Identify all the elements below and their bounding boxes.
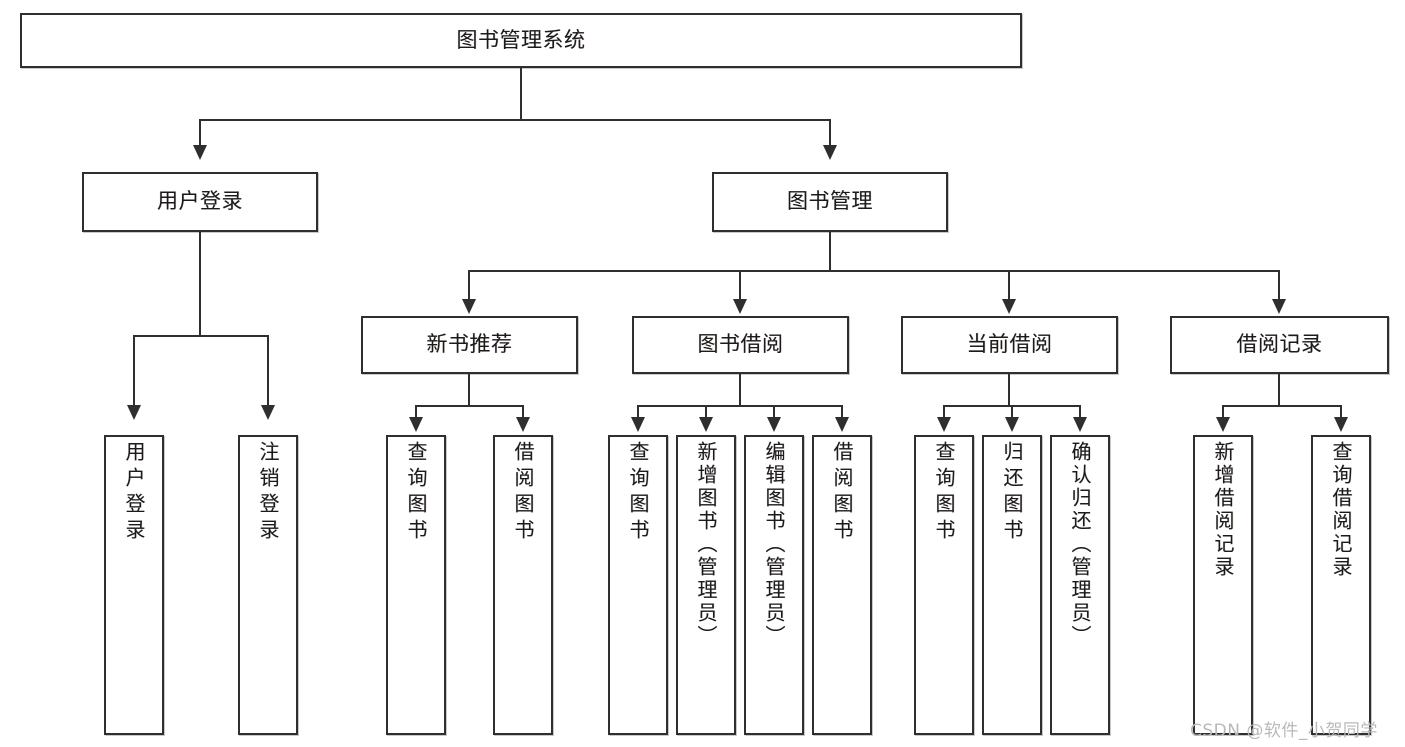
leaf-current-borrow-confirm-return-admin[interactable]: 确认归还（管理员）: [1050, 435, 1110, 735]
node-label: 注销登录: [256, 441, 280, 545]
node-label: 归还图书: [1000, 441, 1024, 545]
connector-to-current-borrow: [1008, 270, 1010, 301]
connector-bb-leaf-1: [637, 405, 639, 419]
connector-bb-leaf-3: [773, 405, 775, 419]
leaf-book-borrow-borrow-book[interactable]: 借阅图书: [812, 435, 872, 735]
connector-nbr-leaf-2: [522, 405, 524, 419]
node-label: 查询图书: [932, 441, 956, 545]
connector-book-borrow-stem: [739, 374, 741, 406]
node-label: 图书管理: [787, 189, 873, 214]
leaf-book-borrow-query-book[interactable]: 查询图书: [608, 435, 668, 735]
leaf-book-borrow-add-book-admin[interactable]: 新增图书（管理员）: [676, 435, 736, 735]
leaf-user-login-login[interactable]: 用户登录: [104, 435, 164, 735]
arrow-br-leaf-1: [1216, 417, 1230, 432]
node-label: 新增借阅记录: [1211, 441, 1235, 579]
leaf-borrow-record-query-record[interactable]: 查询借阅记录: [1311, 435, 1371, 735]
arrow-cb-leaf-2: [1005, 417, 1019, 432]
node-label: 查询图书: [626, 441, 650, 545]
connector-to-new-book-recommend: [468, 270, 470, 301]
arrow-user-login-leaf-1: [127, 405, 141, 420]
node-root-book-management-system[interactable]: 图书管理系统: [20, 13, 1022, 68]
csdn-watermark: CSDN @软件_小贺同学: [1190, 721, 1378, 741]
node-label: 图书管理系统: [456, 27, 586, 52]
node-label: 图书借阅: [697, 332, 784, 357]
node-borrow-record[interactable]: 借阅记录: [1170, 316, 1389, 374]
connector-cb-leaf-1: [943, 405, 945, 419]
connector-root-bar: [199, 119, 831, 121]
node-label: 查询图书: [404, 441, 428, 545]
connector-cb-leaf-2: [1011, 405, 1013, 419]
node-label: 确认归还（管理员）: [1068, 441, 1092, 648]
arrow-nbr-leaf-2: [516, 417, 530, 432]
leaf-new-book-recommend-borrow-book[interactable]: 借阅图书: [493, 435, 553, 735]
connector-borrow-record-bar: [1222, 405, 1342, 407]
arrow-to-current-borrow: [1002, 299, 1016, 314]
leaf-new-book-recommend-query-book[interactable]: 查询图书: [386, 435, 446, 735]
arrow-nbr-leaf-1: [409, 417, 423, 432]
connector-user-login-bar: [133, 335, 269, 337]
node-label: 用户登录: [157, 189, 243, 214]
connector-to-book-borrow: [739, 270, 741, 301]
connector-nbr-leaf-1: [415, 405, 417, 419]
connector-new-book-recommend-stem: [468, 374, 470, 406]
node-book-borrow[interactable]: 图书借阅: [632, 316, 849, 374]
arrow-br-leaf-2: [1334, 417, 1348, 432]
arrow-to-borrow-record: [1272, 299, 1286, 314]
arrow-bb-leaf-1: [631, 417, 645, 432]
node-label: 借阅图书: [511, 441, 535, 545]
connector-root-to-book-management: [829, 119, 831, 147]
leaf-user-login-logout[interactable]: 注销登录: [238, 435, 298, 735]
leaf-book-borrow-edit-book-admin[interactable]: 编辑图书（管理员）: [744, 435, 804, 735]
arrow-user-login-leaf-2: [261, 405, 275, 420]
connector-level2-bar: [468, 270, 1280, 272]
connector-book-management-stem: [829, 232, 831, 272]
connector-root-to-user-login: [199, 119, 201, 147]
connector-user-login-leaf-2: [267, 335, 269, 407]
node-label: 当前借阅: [966, 332, 1053, 357]
arrow-to-new-book-recommend: [462, 299, 476, 314]
node-label: 新书推荐: [426, 332, 513, 357]
connector-br-leaf-1: [1222, 405, 1224, 419]
connector-bb-leaf-2: [705, 405, 707, 419]
arrow-root-to-user-login: [193, 145, 207, 160]
arrow-to-book-borrow: [733, 299, 747, 314]
arrow-root-to-book-management: [823, 145, 837, 160]
arrow-cb-leaf-1: [937, 417, 951, 432]
node-book-management[interactable]: 图书管理: [712, 172, 948, 232]
leaf-current-borrow-return-book[interactable]: 归还图书: [982, 435, 1042, 735]
node-new-book-recommend[interactable]: 新书推荐: [361, 316, 578, 374]
connector-user-login-stem: [199, 232, 201, 336]
connector-to-borrow-record: [1278, 270, 1280, 301]
node-user-login[interactable]: 用户登录: [82, 172, 318, 232]
leaf-borrow-record-add-record[interactable]: 新增借阅记录: [1193, 435, 1253, 735]
connector-cb-leaf-3: [1079, 405, 1081, 419]
connector-br-leaf-2: [1340, 405, 1342, 419]
connector-current-borrow-stem: [1008, 374, 1010, 406]
connector-root-stem: [520, 68, 522, 120]
node-label: 用户登录: [122, 441, 146, 545]
node-label: 编辑图书（管理员）: [762, 441, 786, 648]
connector-bb-leaf-4: [841, 405, 843, 419]
node-current-borrow[interactable]: 当前借阅: [901, 316, 1118, 374]
node-label: 新增图书（管理员）: [694, 441, 718, 648]
connector-book-borrow-bar: [637, 405, 843, 407]
arrow-bb-leaf-2: [699, 417, 713, 432]
node-label: 借阅图书: [830, 441, 854, 545]
node-label: 借阅记录: [1236, 332, 1323, 357]
arrow-cb-leaf-3: [1073, 417, 1087, 432]
leaf-current-borrow-query-book[interactable]: 查询图书: [914, 435, 974, 735]
node-label: 查询借阅记录: [1329, 441, 1353, 579]
connector-new-book-recommend-bar: [415, 405, 524, 407]
connector-user-login-leaf-1: [133, 335, 135, 407]
connector-borrow-record-stem: [1278, 374, 1280, 406]
arrow-bb-leaf-4: [835, 417, 849, 432]
arrow-bb-leaf-3: [767, 417, 781, 432]
